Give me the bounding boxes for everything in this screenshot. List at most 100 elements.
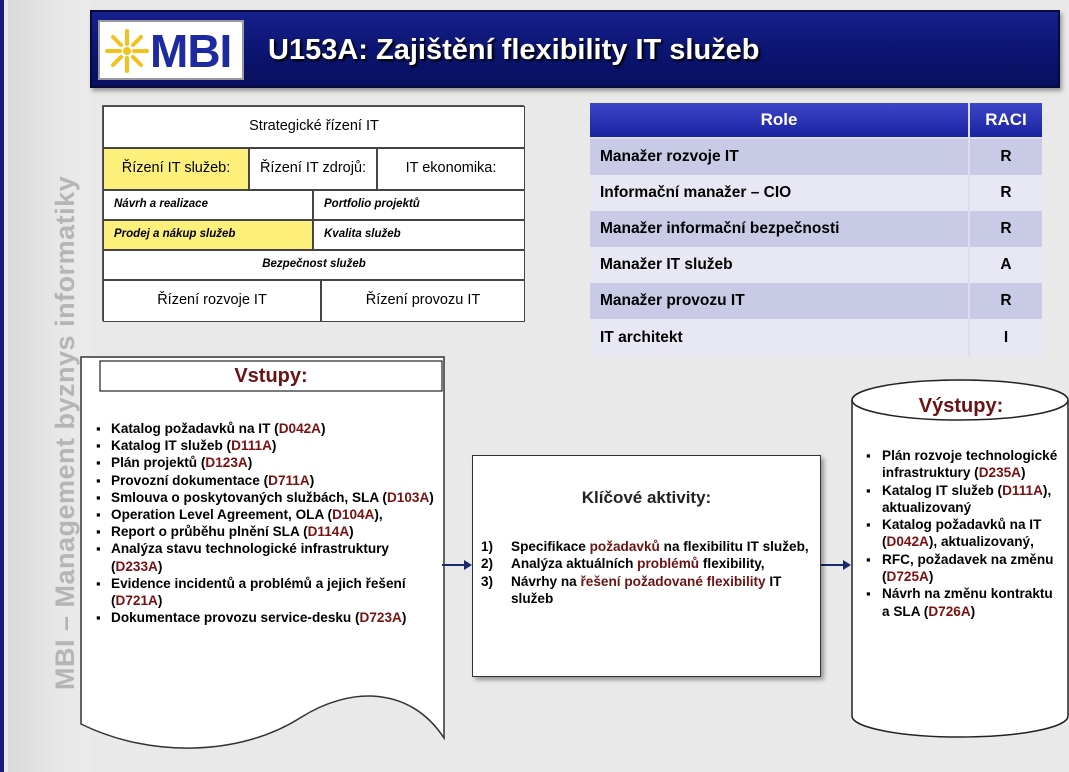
raci-row: Manažer provozu IT R [590, 283, 1042, 319]
input-item-text: Katalog IT služeb ( [111, 438, 232, 454]
raci-value: R [970, 211, 1042, 247]
output-item-tail: ), aktualizovaný [882, 482, 1052, 515]
output-item: Návrh na změnu kontraktu a SLA (D726A) [866, 585, 1062, 620]
document-code: D042A [278, 421, 322, 436]
outputs-title: Výstupy: [918, 395, 1004, 417]
sun-icon [105, 29, 149, 73]
input-item-tail: ) [309, 472, 315, 488]
raci-row: Manažer rozvoje IT R [590, 139, 1042, 175]
raci-header-row: Role RACI [590, 103, 1042, 137]
output-item: Plán rozvoje technologické infrastruktur… [866, 447, 1062, 482]
input-item-tail: ) [321, 421, 326, 436]
org-top-cell: Strategické řízení IT [103, 106, 525, 148]
document-code: D123A [205, 455, 248, 471]
raci-header-role: Role [590, 103, 968, 137]
org-cell-sales: Prodej a nákup služeb [103, 220, 313, 250]
activity-text: Návrhy na [511, 573, 581, 589]
input-item-tail: ) [157, 593, 163, 609]
input-item: Report o průběhu plnění SLA (D114A) [96, 523, 444, 540]
output-item-tail: ) [1021, 465, 1026, 481]
output-item: RFC, požadavek na změnu (D725A) [866, 551, 1062, 586]
document-code: D042A [886, 534, 929, 550]
org-cell-development: Řízení rozvoje IT [103, 280, 321, 322]
output-item-text: Návrh na změnu kontraktu a SLA ( [882, 586, 1053, 619]
input-item: Evidence incidentů a problémů a jejich ř… [96, 575, 444, 609]
input-item-tail: ), [374, 507, 383, 523]
output-item-text: Plán rozvoje technologické infrastruktur… [882, 448, 1058, 481]
document-code: D726A [928, 603, 971, 619]
arrow-activities-to-outputs [821, 560, 851, 570]
activity-keyword: řešení požadované flexibility [580, 573, 766, 589]
input-item-text: Smlouva o poskytovaných službách, SLA ( [111, 489, 387, 505]
input-item: Analýza stavu technologické infrastruktu… [96, 540, 444, 574]
output-item-tail: ), aktualizovaný, [928, 534, 1034, 550]
input-item-tail: ) [157, 558, 163, 574]
org-cell-it-services: Řízení IT služeb: [103, 148, 249, 190]
input-item-text: Katalog požadavků na IT ( [111, 421, 279, 436]
raci-role: Manažer informační bezpečnosti [590, 211, 968, 247]
document-code: D721A [115, 593, 158, 609]
raci-role: Manažer IT služeb [590, 247, 968, 283]
activity-text: IT služeb [511, 573, 782, 607]
raci-row: Manažer informační bezpečnosti R [590, 211, 1042, 247]
activity-item: 2)Analýza aktuálních problémů flexibilit… [481, 555, 815, 572]
side-label: MBI – Management byznys informatiky [50, 175, 80, 690]
activity-item: 3) Návrhy na řešení požadované flexibilit… [481, 573, 815, 608]
input-item: Smlouva o poskytovaných službách, SLA (D… [96, 489, 444, 506]
document-code: D235A [978, 465, 1022, 481]
process-map-table: Strategické řízení IT Řízení IT služeb: … [102, 105, 525, 322]
document-code: D111A [1002, 482, 1043, 498]
org-cell-it-resources: Řízení IT zdrojů: [249, 148, 377, 190]
raci-role: Manažer rozvoje IT [590, 139, 968, 175]
output-item-tail: ) [970, 603, 976, 619]
raci-row: IT architekt I [590, 319, 1042, 357]
input-item-tail: ) [429, 489, 434, 505]
document-code: D233A [115, 558, 158, 574]
org-cell-quality: Kvalita služeb [313, 220, 525, 250]
header-bar: MBI U153A: Zajištění flexibility IT služ… [90, 10, 1060, 88]
document-code: D111A [231, 438, 272, 454]
input-item-tail: ) [247, 455, 253, 471]
input-item: Dokumentace provozu service-desku (D723A… [96, 609, 444, 626]
outputs-list: Plán rozvoje technologické infrastruktur… [866, 447, 1062, 620]
input-item: Operation Level Agreement, OLA (D104A), [96, 506, 444, 523]
output-item: Katalog IT služeb (D111A), aktualizovaný [866, 482, 1062, 517]
output-item-text: Katalog IT služeb ( [882, 482, 1003, 498]
input-item-text: Evidence incidentů a problémů a jejich ř… [111, 575, 406, 609]
document-code: D114A [307, 524, 350, 540]
input-item: Katalog IT služeb (D111A) [96, 437, 444, 454]
input-item: Katalog požadavků na IT (D042A) [96, 420, 444, 437]
page-title: U153A: Zajištění flexibility IT služeb [268, 34, 760, 66]
inputs-list: Katalog požadavků na IT (D042A)Katalog I… [96, 420, 444, 627]
activity-text: flexibility, [699, 556, 765, 572]
activity-number: 3) [481, 573, 494, 589]
input-item-text: Report o průběhu plnění SLA ( [111, 524, 308, 540]
inputs-title: Vstupy: [234, 364, 308, 387]
raci-value: R [970, 139, 1042, 175]
activity-number: 1) [481, 539, 494, 554]
input-item: Plán projektů (D123A) [96, 454, 444, 471]
input-item-tail: ) [271, 438, 277, 454]
org-cell-it-economics: IT ekonomika: [377, 148, 525, 190]
raci-value: I [970, 319, 1042, 357]
activity-keyword: požadavků [589, 539, 660, 554]
raci-header-raci: RACI [970, 103, 1042, 137]
org-cell-operations: Řízení provozu IT [321, 280, 525, 322]
raci-role: Manažer provozu IT [590, 283, 968, 319]
document-code: D725A [886, 569, 929, 585]
input-item-text: Provozní dokumentace ( [111, 472, 269, 488]
input-item-text: Dokumentace provozu service-desku ( [111, 610, 360, 626]
activity-number: 2) [481, 556, 494, 572]
output-item-tail: ) [928, 569, 934, 585]
input-item-text: Operation Level Agreement, OLA ( [111, 507, 333, 523]
activity-item: 1)Specifikace požadavků na flexibilitu I… [481, 538, 815, 555]
activities-list: 1)Specifikace požadavků na flexibilitu I… [481, 538, 815, 608]
key-activities-box: Klíčové aktivity: 1)Specifikace požadavk… [472, 455, 821, 677]
raci-table: Role RACI Manažer rozvoje IT R Informačn… [590, 103, 1042, 357]
document-code: D104A [332, 507, 375, 523]
activities-title: Klíčové aktivity: [581, 488, 712, 507]
org-cell-security: Bezpečnost služeb [103, 250, 525, 280]
input-item: Provozní dokumentace (D711A) [96, 472, 444, 489]
input-item-tail: ) [401, 610, 407, 626]
